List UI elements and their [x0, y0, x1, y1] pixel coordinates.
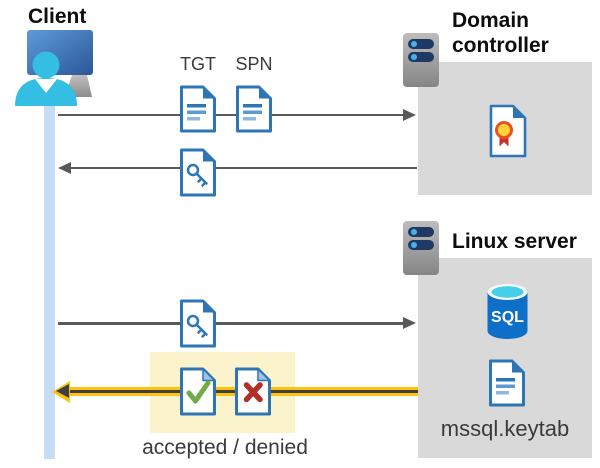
result-label: accepted / denied — [142, 436, 308, 459]
spn-document-icon — [236, 85, 272, 133]
accepted-document-icon — [180, 367, 216, 416]
x-icon — [243, 382, 263, 403]
server-icon — [403, 221, 439, 275]
key-document-icon — [180, 148, 216, 197]
arrow-client-to-dc-head — [403, 108, 416, 121]
server-icon — [403, 33, 439, 87]
arrow-client-to-linux-head — [403, 317, 416, 329]
client-title: Client — [28, 5, 87, 28]
sql-label: SQL — [491, 309, 524, 326]
key-document-icon — [180, 299, 216, 348]
keytab-document-icon — [489, 359, 525, 407]
arrow-dc-to-client — [69, 166, 417, 169]
sql-database-icon: SQL — [487, 284, 528, 339]
check-icon — [186, 380, 211, 404]
domain-controller-title: Domain controller — [452, 9, 549, 57]
monitor-user-icon — [15, 30, 93, 106]
arrow-client-to-linux — [58, 322, 404, 325]
keytab-label: mssql.keytab — [440, 416, 570, 441]
tgt-label: TGT — [180, 54, 216, 74]
tgt-document-icon — [180, 85, 216, 133]
arrow-linux-to-client-head — [56, 384, 69, 398]
arrow-dc-to-client-head — [58, 161, 71, 174]
denied-document-icon — [235, 367, 271, 416]
client-lifeline — [44, 90, 55, 459]
spn-label: SPN — [235, 54, 273, 74]
linux-server-title: Linux server — [452, 230, 577, 253]
certificate-icon — [489, 104, 527, 158]
arrow-client-to-dc — [58, 113, 404, 116]
